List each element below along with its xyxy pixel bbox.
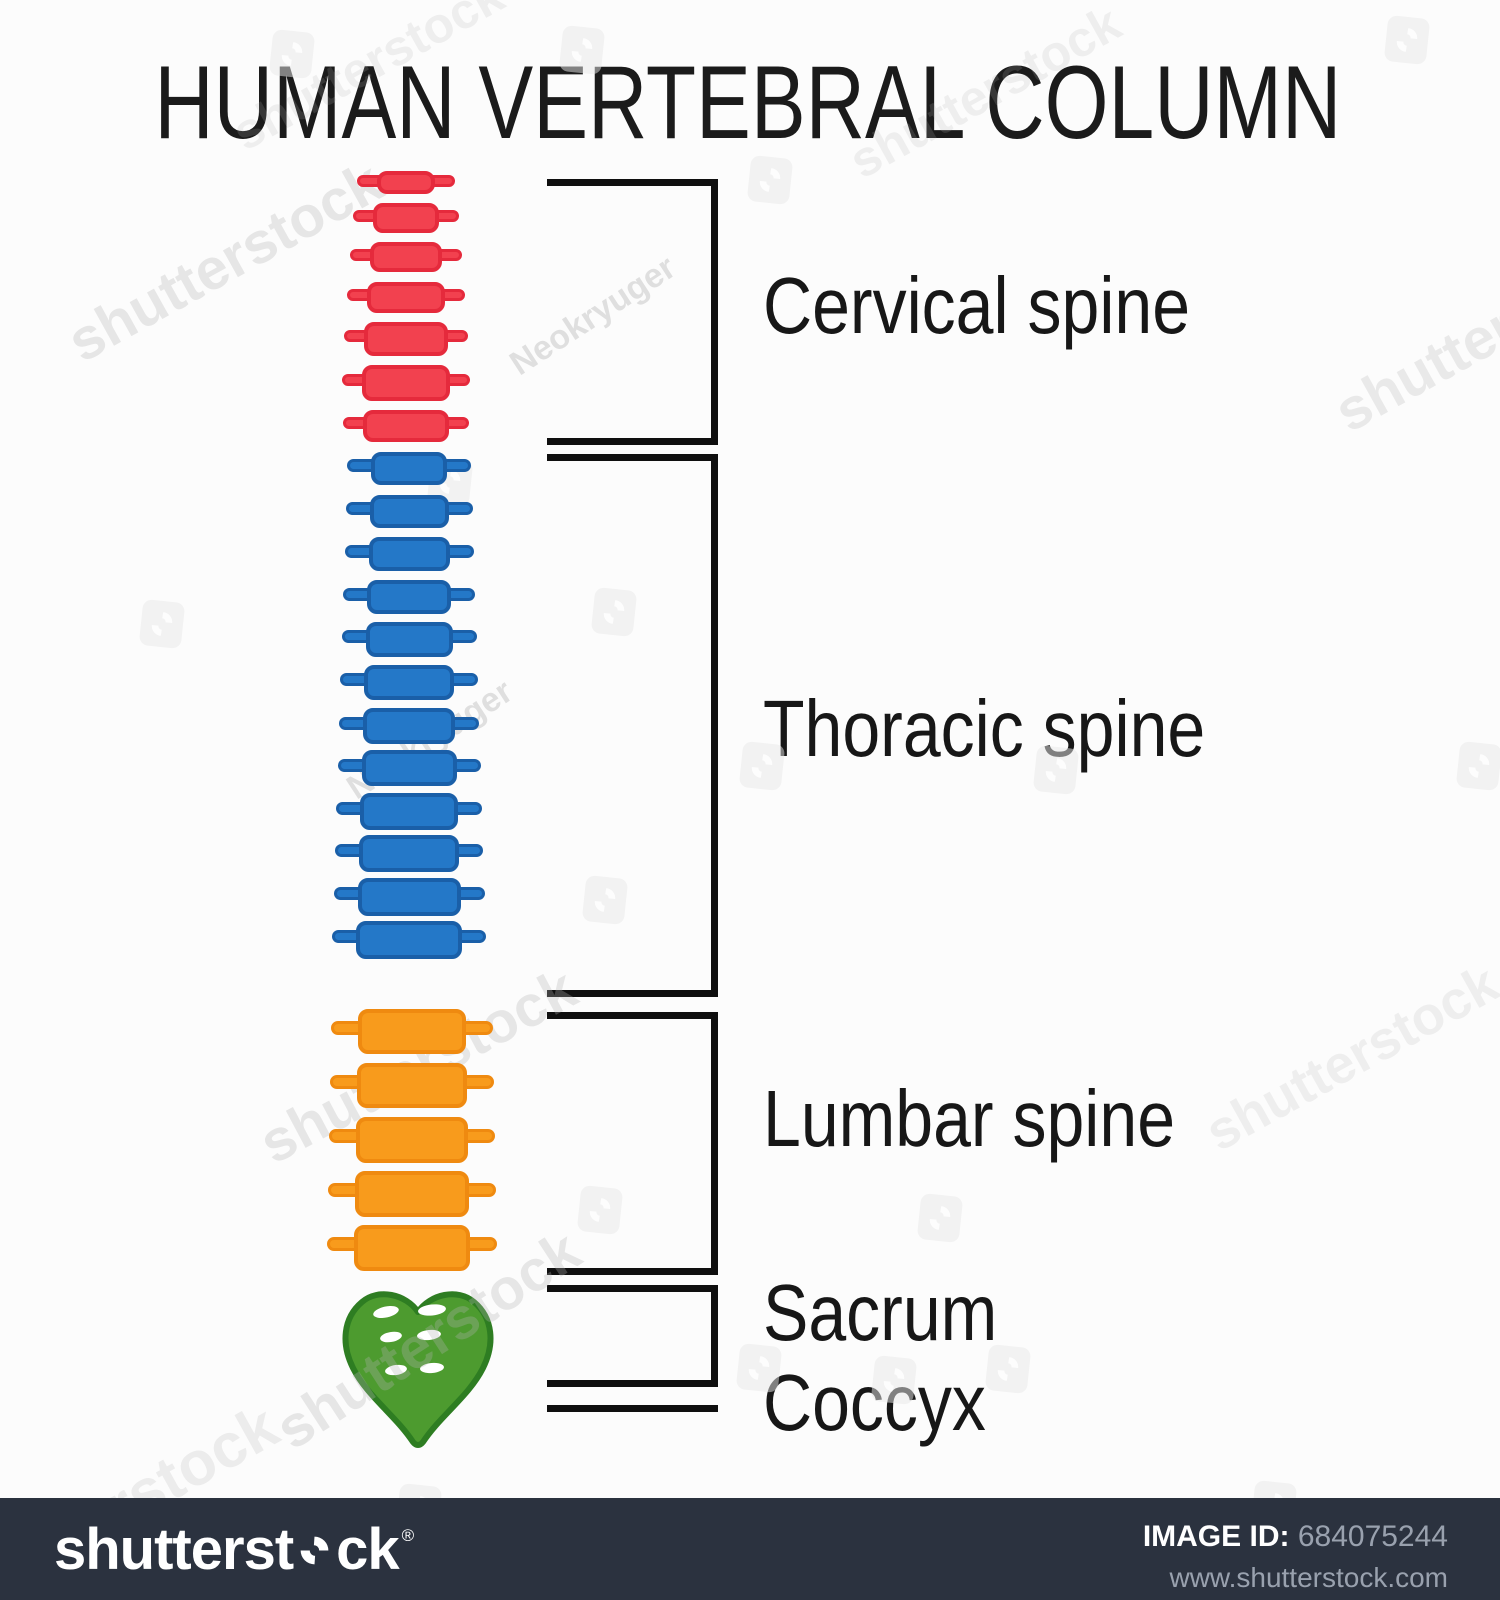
- vertebra-thoracic-spine-2: [345, 495, 473, 528]
- vertebra-lumbar-spine-2: [330, 1063, 494, 1108]
- label-sacrum: Sacrum: [763, 1268, 998, 1357]
- sacrum-bracket: [547, 1285, 718, 1387]
- site-url: www.shutterstock.com: [1169, 1562, 1448, 1593]
- vertebra-lumbar-spine-3: [329, 1117, 495, 1163]
- logo-text-right: ck: [336, 1517, 400, 1582]
- vertebral-body: [365, 622, 453, 657]
- vertebral-body: [357, 1063, 467, 1108]
- vertebra-lumbar-spine-5: [327, 1225, 497, 1271]
- vertebral-body: [367, 282, 445, 313]
- vertebra-thoracic-spine-3: [344, 537, 474, 571]
- vertebral-body: [368, 537, 450, 571]
- image-id-value: 684075244: [1297, 1520, 1448, 1553]
- vertebra-cervical-spine-3: [350, 242, 462, 272]
- watermark-shutter-tile-icon: [138, 598, 187, 650]
- vertebra-thoracic-spine-11: [333, 878, 485, 916]
- lumbar-bracket: [547, 1012, 718, 1275]
- label-thoracic-spine: Thoracic spine: [763, 684, 1206, 773]
- shutterstock-logo: shutterst ck®: [54, 1516, 414, 1583]
- vertebral-body: [377, 171, 435, 194]
- vertebral-body: [357, 878, 461, 916]
- vertebral-body: [364, 322, 448, 356]
- vertebra-cervical-spine-7: [343, 410, 469, 442]
- vertebral-body: [355, 1171, 469, 1217]
- watermark-shutter-tile-icon: [916, 1192, 965, 1244]
- vertebra-thoracic-spine-10: [335, 835, 483, 872]
- footer-meta: IMAGE ID: 684075244 www.shutterstock.com: [1143, 1520, 1448, 1594]
- vertebral-body: [354, 1225, 470, 1271]
- vertebral-body: [359, 835, 459, 872]
- vertebra-thoracic-spine-8: [337, 750, 481, 786]
- vertebra-thoracic-spine-6: [340, 665, 478, 700]
- watermark-shutter-tile-icon: [1455, 740, 1500, 792]
- watermark-text-brand: shutterstock: [1195, 953, 1500, 1163]
- vertebral-body: [360, 793, 458, 830]
- vertebra-cervical-spine-6: [342, 365, 470, 401]
- watermark-text-brand: shutterstock: [57, 149, 393, 375]
- vertebra-thoracic-spine-12: [332, 921, 486, 959]
- vertebral-body: [356, 921, 462, 959]
- vertebral-body: [362, 365, 450, 401]
- image-id-row: IMAGE ID: 684075244: [1143, 1520, 1448, 1554]
- footer-bar: shutterst ck® IMAGE ID: 684075244 www.shu…: [0, 1498, 1500, 1600]
- vertebra-thoracic-spine-1: [347, 452, 471, 485]
- image-id-label: IMAGE ID:: [1142, 1520, 1290, 1553]
- vertebral-body: [370, 242, 442, 272]
- shutter-icon: [300, 1536, 329, 1565]
- vertebral-body: [364, 665, 454, 700]
- sacral-foramina: [373, 1304, 446, 1376]
- label-cervical-spine: Cervical spine: [763, 261, 1191, 350]
- vertebral-body: [367, 580, 451, 614]
- vertebra-thoracic-spine-7: [339, 708, 479, 744]
- vertebra-cervical-spine-2: [353, 203, 459, 233]
- coccyx-line: [547, 1405, 718, 1412]
- watermark-shutter-tile-icon: [1383, 14, 1432, 66]
- label-lumbar-spine: Lumbar spine: [763, 1074, 1176, 1163]
- vertebral-body: [361, 750, 457, 786]
- vertebral-body: [363, 708, 455, 744]
- vertebra-thoracic-spine-4: [343, 580, 475, 614]
- vertebra-thoracic-spine-5: [341, 622, 477, 657]
- page-title: HUMAN VERTEBRAL COLUMN: [154, 45, 1342, 161]
- vertebral-body: [369, 495, 449, 528]
- vertebra-lumbar-spine-4: [328, 1171, 496, 1217]
- cervical-bracket: [547, 179, 718, 445]
- watermark-text-brand: shutterstock: [1324, 219, 1500, 445]
- vertebral-body: [358, 1009, 466, 1054]
- vertebral-body: [371, 452, 447, 485]
- sacrum-shape: [342, 1291, 494, 1448]
- vertebra-cervical-spine-4: [347, 282, 465, 313]
- vertebral-body: [356, 1117, 468, 1163]
- vertebra-cervical-spine-5: [344, 322, 468, 356]
- vertebral-body: [373, 203, 439, 233]
- vertebra-thoracic-spine-9: [336, 793, 482, 830]
- label-coccyx: Coccyx: [763, 1358, 986, 1447]
- logo-text-left: shutterst: [54, 1517, 294, 1582]
- vertebra-lumbar-spine-1: [331, 1009, 493, 1054]
- registered-mark: ®: [401, 1526, 414, 1545]
- thoracic-bracket: [547, 454, 718, 997]
- vertebra-cervical-spine-1: [357, 171, 455, 194]
- vertebral-body: [363, 410, 449, 442]
